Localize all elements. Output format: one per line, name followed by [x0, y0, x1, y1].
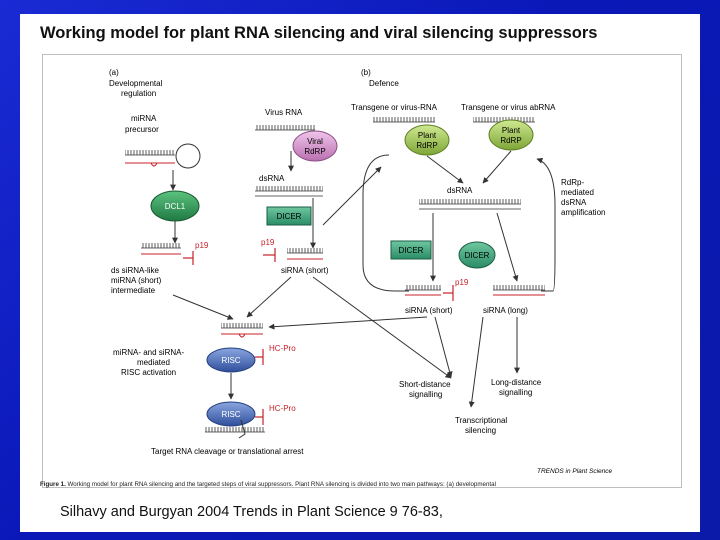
viral-rdrp-label-1: Viral [307, 137, 323, 146]
slide-title: Working model for plant RNA silencing an… [40, 24, 598, 42]
transcriptional-2: silencing [465, 426, 496, 435]
p19-c-label: p19 [455, 278, 469, 287]
target-cleavage-label: Target RNA cleavage or translational arr… [151, 447, 304, 456]
rna-silencing-diagram: (a) Developmental regulation (b) Defence… [109, 68, 613, 475]
figure-frame: (a) Developmental regulation (b) Defence… [42, 54, 682, 488]
transgene-virus-rna-label: Transgene or virus-RNA [351, 103, 438, 112]
journal-credit: TRENDS in Plant Science [537, 468, 613, 475]
risc-2-label: RISC [221, 410, 240, 419]
virus-rna-strand [255, 125, 315, 131]
p19-a-label: p19 [195, 241, 209, 250]
rdrp-amplification-2: mediated [561, 188, 594, 197]
virus-rna-label: Virus RNA [265, 108, 303, 117]
slide: Working model for plant RNA silencing an… [20, 14, 700, 532]
rdrp-amplification-4: amplification [561, 208, 605, 217]
sirna-long-duplex [493, 285, 545, 296]
dsrna-right-label: dsRNA [447, 186, 473, 195]
dsrna-left-label: dsRNA [259, 174, 285, 183]
ds-intermediate-1: ds siRNA-like [111, 266, 160, 275]
viral-rdrp-label-2: RdRP [304, 147, 325, 156]
dicer-left-label: DICER [277, 212, 302, 221]
long-distance-1: Long-distance [491, 378, 542, 387]
plant-rdrp-1-label-1: Plant [418, 131, 437, 140]
risc-activation-duplex [221, 323, 263, 338]
panel-a-title-1: Developmental [109, 79, 163, 88]
plant-rdrp-2-oval: Plant RdRP [488, 119, 534, 151]
plant-rdrp-1-oval: Plant RdRP [404, 124, 450, 156]
risc-1-oval: RISC [206, 347, 256, 373]
dicer-right-box-label: DICER [399, 246, 424, 255]
amplification-loop-left [362, 154, 409, 292]
dicer-right-oval-label: DICER [465, 251, 490, 260]
ds-intermediate-duplex [141, 243, 181, 255]
mirna-precursor-label-2: precursor [125, 125, 159, 134]
mirna-precursor-label-1: miRNA [131, 114, 157, 123]
viral-rdrp-oval: Viral RdRP [292, 130, 338, 162]
transcriptional-1: Transcriptional [455, 416, 507, 425]
risc-activation-3: RISC activation [121, 368, 176, 377]
p19-b-label: p19 [261, 238, 275, 247]
sirna-short-left-label: siRNA (short) [281, 266, 329, 275]
figure-caption: Figure 1. Working model for plant RNA si… [40, 480, 680, 496]
citation: Silhavy and Burgyan 2004 Trends in Plant… [60, 504, 443, 520]
short-distance-1: Short-distance [399, 380, 451, 389]
dicer-right-box: DICER [390, 240, 432, 260]
long-distance-2: signalling [499, 388, 532, 397]
sirna-long-label: siRNA (long) [483, 306, 528, 315]
plant-rdrp-2-label-1: Plant [502, 126, 521, 135]
transgene-virus-abrna-label: Transgene or virus abRNA [461, 103, 556, 112]
hc-pro-1-label: HC-Pro [269, 344, 296, 353]
target-rna-strand [205, 419, 265, 439]
risc-activation-1: miRNA- and siRNA- [113, 348, 184, 357]
ds-intermediate-2: miRNA (short) [111, 276, 162, 285]
dcl1-label: DCL1 [165, 202, 186, 211]
rdrp-amplification-3: dsRNA [561, 198, 587, 207]
panel-a-title-2: regulation [121, 89, 156, 98]
dsrna-right-duplex [419, 199, 521, 210]
panel-b-title: Defence [369, 79, 399, 88]
caption-figure-label: Figure 1. [40, 481, 66, 488]
panel-a-label: (a) [109, 68, 119, 77]
amplification-loop-right [536, 157, 556, 292]
risc-activation-2: mediated [137, 358, 170, 367]
rdrp-amplification-1: RdRp- [561, 178, 584, 187]
plant-rdrp-1-label-2: RdRP [416, 141, 437, 150]
dcl1-oval: DCL1 [150, 190, 200, 222]
mirna-hairpin-icon [125, 143, 201, 169]
hc-pro-2-label: HC-Pro [269, 404, 296, 413]
sirna-short-left-duplex [287, 248, 323, 260]
short-distance-2: signalling [409, 390, 442, 399]
ds-intermediate-3: intermediate [111, 286, 156, 295]
sirna-short-right-label: siRNA (short) [405, 306, 453, 315]
risc-2-oval: RISC [206, 401, 256, 427]
panel-b-label: (b) [361, 68, 371, 77]
sirna-short-right-duplex [405, 285, 441, 296]
dsrna-left-duplex [255, 186, 323, 197]
risc-1-label: RISC [221, 356, 240, 365]
plant-rdrp-2-label-2: RdRP [500, 136, 521, 145]
caption-text: Working model for plant RNA silencing an… [67, 481, 496, 488]
transgene-strand-1 [373, 117, 435, 123]
dicer-right-oval: DICER [458, 241, 496, 269]
dicer-left-box: DICER [266, 206, 312, 226]
